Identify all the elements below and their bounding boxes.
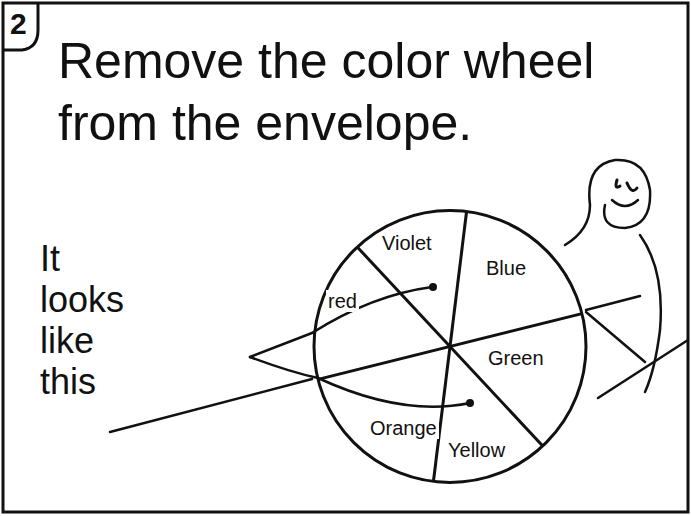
worm-smile: [612, 200, 638, 206]
step-number: 2: [10, 6, 27, 41]
sector-divider: [318, 314, 582, 380]
color-wheel: VioletBlue redGreenOrangeYellow: [312, 205, 588, 488]
string: [110, 296, 688, 432]
string-knot: [466, 399, 474, 407]
string-end: [318, 378, 470, 407]
number-corner: [3, 3, 38, 50]
card-border: [3, 3, 688, 512]
string-end: [312, 287, 432, 333]
sector-label: Yellow: [446, 439, 507, 461]
wheel-circle: [314, 211, 586, 483]
worm-eyes: [616, 180, 637, 191]
sector-label: Blue: [484, 257, 528, 279]
note-text: It looks like this: [40, 238, 124, 402]
sector-label: Green: [486, 347, 546, 369]
title: Remove the color wheel from the envelope…: [58, 30, 668, 154]
string-knot: [429, 283, 437, 291]
sector-label: Orange: [368, 417, 439, 439]
sector-label: Violet: [380, 232, 434, 254]
worm-figure: [565, 160, 661, 392]
sector-label: red: [326, 290, 359, 312]
